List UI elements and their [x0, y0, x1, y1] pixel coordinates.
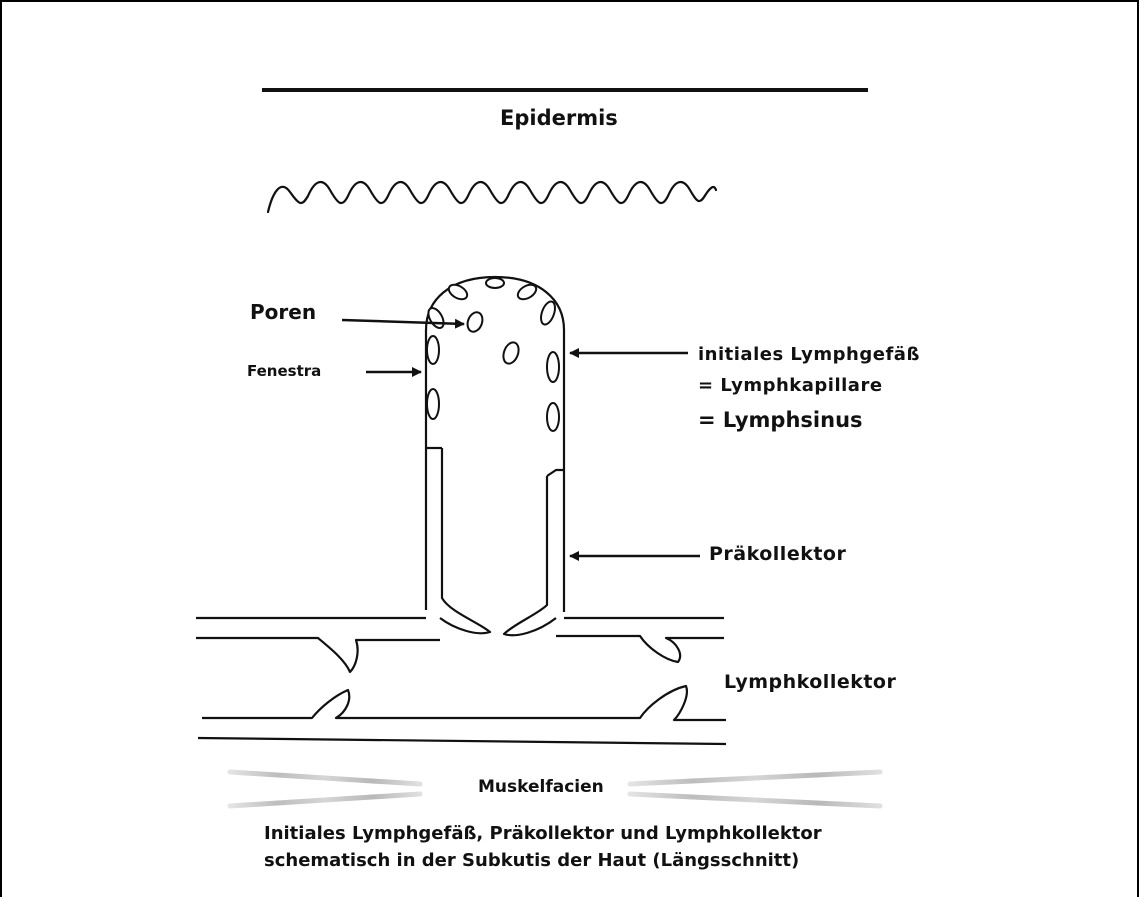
arrow-poren — [342, 320, 464, 324]
label-muscle-fascia: Muskelfacien — [478, 777, 604, 797]
label-lymph-collector: Lymphkollektor — [724, 671, 896, 693]
fenestrae — [425, 278, 559, 431]
precollector — [426, 440, 564, 635]
initial-lymph-vessel — [426, 277, 564, 440]
label-lymph-capillary: = Lymphkapillare — [698, 375, 883, 396]
lymph-collector — [196, 618, 726, 744]
label-precollector: Präkollektor — [709, 543, 846, 565]
label-epidermis: Epidermis — [500, 106, 618, 130]
caption-line-2: schematisch in der Subkutis der Haut (Lä… — [264, 850, 799, 871]
label-fenestra: Fenestra — [247, 362, 321, 380]
label-poren: Poren — [250, 300, 316, 324]
pores — [465, 310, 521, 366]
label-initial-lymph-vessel: initiales Lymphgefäß — [698, 344, 920, 365]
papillae-wave — [268, 182, 716, 212]
label-lymph-sinus: = Lymphsinus — [698, 408, 863, 432]
annotation-arrows — [342, 320, 700, 556]
caption-line-1: Initiales Lymphgefäß, Präkollektor und L… — [264, 823, 822, 844]
